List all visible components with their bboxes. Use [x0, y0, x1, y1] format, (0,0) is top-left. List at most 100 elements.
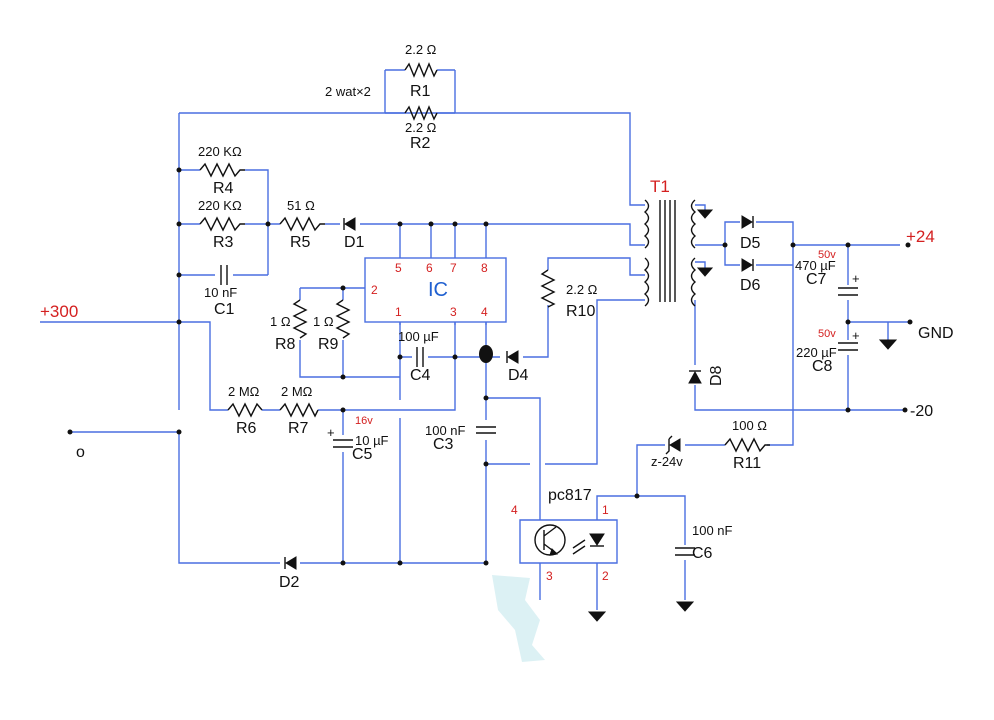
- c1-value: 10 nF: [204, 285, 237, 300]
- d4-symbol: [507, 350, 519, 364]
- svg-text:4: 4: [511, 503, 518, 517]
- r3-name: R3: [213, 234, 234, 251]
- svg-text:1: 1: [395, 305, 402, 319]
- c6-name: C6: [692, 545, 713, 562]
- r1-value: 2.2 Ω: [405, 42, 437, 57]
- svg-text:4: 4: [481, 305, 488, 319]
- c1-name: C1: [214, 301, 235, 318]
- labels: 2.2 Ω R1 2 wat×2 2.2 Ω R2 220 KΩ R4 220 …: [40, 42, 954, 591]
- d1-name: D1: [344, 234, 365, 251]
- ground-symbols: [587, 209, 898, 622]
- r8-symbol: [292, 299, 308, 339]
- c8-value: 220 µF: [796, 345, 837, 360]
- r11-value: 100 Ω: [732, 418, 767, 433]
- capacitors: + + +: [220, 265, 860, 556]
- r4-value: 220 KΩ: [198, 144, 242, 159]
- c5-name: C5: [352, 446, 373, 463]
- diodes: [284, 215, 754, 570]
- r9-name: R9: [318, 336, 339, 353]
- d8-symbol: [688, 370, 702, 384]
- r2-symbol: [404, 105, 438, 121]
- r5-name: R5: [290, 234, 311, 251]
- wires: [40, 69, 910, 610]
- r5-symbol: [279, 216, 325, 232]
- r7-symbol: [279, 402, 319, 418]
- svg-text:6: 6: [426, 261, 433, 275]
- z-diode-symbol: [669, 438, 681, 452]
- junction-dots: [67, 167, 913, 566]
- c7-name: C7: [806, 271, 827, 288]
- c7-value: 470 µF: [795, 258, 836, 273]
- d4-name: D4: [508, 367, 529, 384]
- r7-value: 2 MΩ: [281, 384, 313, 399]
- r4-symbol: [199, 162, 245, 178]
- r7-name: R7: [288, 420, 309, 437]
- c6-value: 100 nF: [692, 523, 733, 538]
- svg-text:8: 8: [481, 261, 488, 275]
- c3-name: C3: [433, 436, 454, 453]
- c1-symbol: [220, 265, 228, 285]
- d2-name: D2: [279, 574, 300, 591]
- svg-text:+: +: [852, 271, 860, 286]
- svg-text:1: 1: [602, 503, 609, 517]
- ic-body: [364, 257, 507, 325]
- t1-label: T1: [650, 177, 670, 196]
- c7-symbol: [838, 287, 858, 296]
- r1-name: R1: [410, 83, 431, 100]
- net-o: o: [76, 444, 85, 461]
- svg-text:+: +: [852, 328, 860, 343]
- c8-rating: 50v: [818, 328, 836, 340]
- c5-symbol: [333, 439, 353, 448]
- r9-symbol: [335, 299, 351, 339]
- c4-symbol: [416, 347, 424, 367]
- r6-symbol: [227, 402, 263, 418]
- r1-symbol: [404, 62, 438, 78]
- svg-text:2: 2: [371, 283, 378, 297]
- r6-name: R6: [236, 420, 257, 437]
- svg-text:2: 2: [602, 569, 609, 583]
- r4-name: R4: [213, 180, 234, 197]
- r8-value: 1 Ω: [270, 314, 291, 329]
- optocoupler-body: [534, 524, 605, 556]
- d5-symbol: [741, 215, 753, 229]
- resistors: [199, 62, 770, 453]
- svg-text:5: 5: [395, 261, 402, 275]
- svg-text:3: 3: [450, 305, 457, 319]
- c4-name: C4: [410, 367, 431, 384]
- r10-symbol: [540, 269, 556, 308]
- r10-value: 2.2 Ω: [566, 282, 598, 297]
- r5-value: 51 Ω: [287, 198, 315, 213]
- node-marker: [479, 345, 493, 363]
- transformer-t1: [643, 199, 697, 307]
- svg-text:7: 7: [450, 261, 457, 275]
- ic-label: IC: [428, 279, 448, 301]
- z-name: z-24v: [651, 454, 683, 469]
- opto-label: pc817: [548, 487, 592, 504]
- r1r2-note: 2 wat×2: [325, 84, 371, 99]
- c3-symbol: [476, 426, 496, 434]
- net-gnd: GND: [918, 325, 954, 342]
- svg-text:+: +: [327, 425, 335, 440]
- c7-rating: 50v: [818, 249, 836, 261]
- net-vp24: +24: [906, 227, 935, 246]
- d6-name: D6: [740, 277, 761, 294]
- c5-rating: 16v: [355, 415, 373, 427]
- r2-name: R2: [410, 135, 431, 152]
- r10-name: R10: [566, 303, 595, 320]
- c6-symbol: [675, 547, 695, 556]
- c4-value: 100 µF: [398, 329, 439, 344]
- r3-value: 220 KΩ: [198, 198, 242, 213]
- r3-symbol: [199, 216, 245, 232]
- r6-value: 2 MΩ: [228, 384, 260, 399]
- c5-value: 10 µF: [355, 433, 389, 448]
- d8-name: D8: [708, 365, 725, 386]
- net-vm20: -20: [910, 403, 933, 420]
- r2-value: 2.2 Ω: [405, 120, 437, 135]
- d2-symbol: [285, 556, 297, 570]
- d5-name: D5: [740, 235, 761, 252]
- c8-symbol: [838, 342, 858, 351]
- r11-symbol: [724, 437, 770, 453]
- r11-name: R11: [733, 455, 761, 472]
- r9-value: 1 Ω: [313, 314, 334, 329]
